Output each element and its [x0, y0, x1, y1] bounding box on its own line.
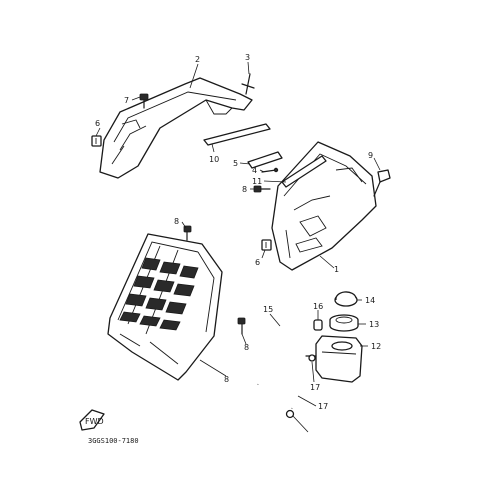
- callout-7: 8: [224, 375, 229, 384]
- callout-17-upper: 17: [310, 383, 320, 392]
- callout-2: 2: [195, 55, 200, 64]
- leader-lines: [95, 61, 381, 433]
- pin-4-part: [261, 167, 279, 173]
- fwd-arrow-icon: FWD: [79, 409, 105, 431]
- callout-8-grille: 8: [174, 217, 179, 226]
- callout-10-upper: 10: [209, 155, 219, 164]
- callout-11: 12: [371, 342, 381, 351]
- callout-14: 15: [263, 305, 273, 314]
- tube-5-part: [247, 151, 283, 169]
- clip-17-upper-part: [308, 354, 316, 362]
- upper-left-cowling-part: [99, 77, 253, 179]
- callout-labels: 2 3 7 6 10 5 4 11 8 9 8 6 1 8 8 14 13 12…: [95, 53, 381, 411]
- hose-16-part: [290, 353, 307, 409]
- fwd-mark-label: FWD: [85, 417, 104, 426]
- bar-10-lower-part: [281, 155, 327, 188]
- screw-8-mid-part: [253, 185, 271, 193]
- radiator-grille-part: [107, 233, 223, 381]
- callout-10-lower: 11: [252, 177, 262, 186]
- drawing-code: 3GGS100-7180: [88, 437, 139, 445]
- callout-13: 14: [365, 296, 375, 305]
- callout-1: 1: [334, 265, 339, 274]
- callout-5: 5: [233, 159, 238, 168]
- callout-8-top: 7: [124, 96, 129, 105]
- callout-3: 3: [245, 53, 250, 62]
- callout-12: 13: [369, 320, 379, 329]
- clip-6-right-part: [261, 239, 272, 251]
- callout-4: 4: [252, 166, 257, 175]
- callout-8-mid: 8: [242, 185, 247, 194]
- bolt-3-part: [241, 73, 255, 95]
- callout-16: 17: [318, 402, 328, 411]
- hose-14-part: [256, 320, 317, 385]
- clip-17-lower-part: [285, 409, 295, 419]
- screw-8-grille-right-part: [237, 317, 246, 335]
- screw-8-top-part: [139, 93, 149, 109]
- callout-6-left: 6: [95, 119, 100, 128]
- callout-15: 16: [313, 302, 323, 311]
- screw-8-grille-top-part: [183, 225, 192, 241]
- reservoir-cap-12-part: [329, 314, 359, 332]
- cap-13-part: [334, 291, 358, 307]
- callout-9: 9: [368, 151, 373, 160]
- reservoir-tank-part: [305, 335, 363, 383]
- callout-6-right: 6: [255, 258, 260, 267]
- bar-10-upper-part: [203, 123, 271, 146]
- callout-8-right: 8: [244, 343, 249, 352]
- clip-6-left-part: [91, 135, 102, 147]
- clip-15-part: [313, 319, 323, 331]
- bolt-9-part: [373, 169, 391, 197]
- grille-louvers: [119, 257, 199, 331]
